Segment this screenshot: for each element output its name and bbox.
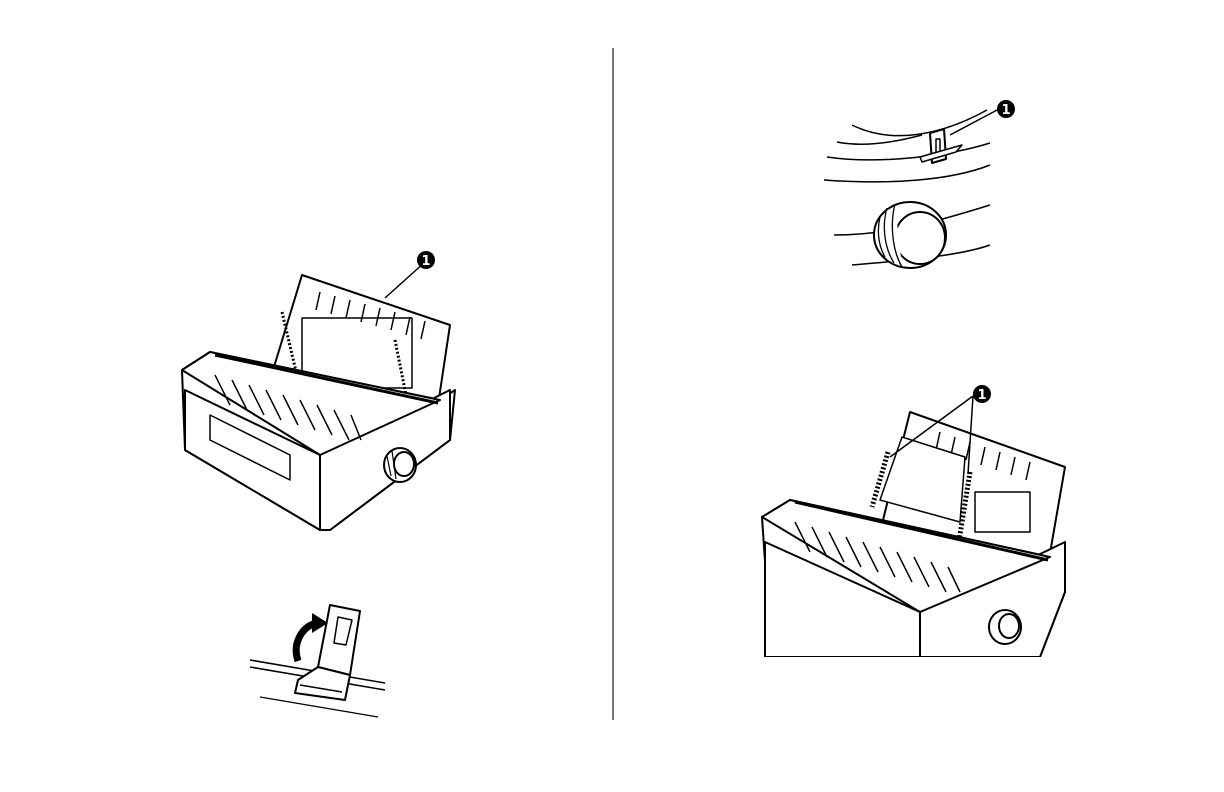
figure-lever-knob: 1 (822, 95, 1032, 280)
callout-number: 1 (421, 254, 430, 269)
column-divider (612, 48, 614, 720)
callout-number: 1 (977, 388, 986, 403)
callout-number: 1 (1001, 103, 1010, 118)
figure-printer-separator: 1 (170, 240, 470, 540)
figure-printer-paper-guides: 1 (760, 382, 1070, 657)
figure-paper-lever (250, 605, 390, 720)
